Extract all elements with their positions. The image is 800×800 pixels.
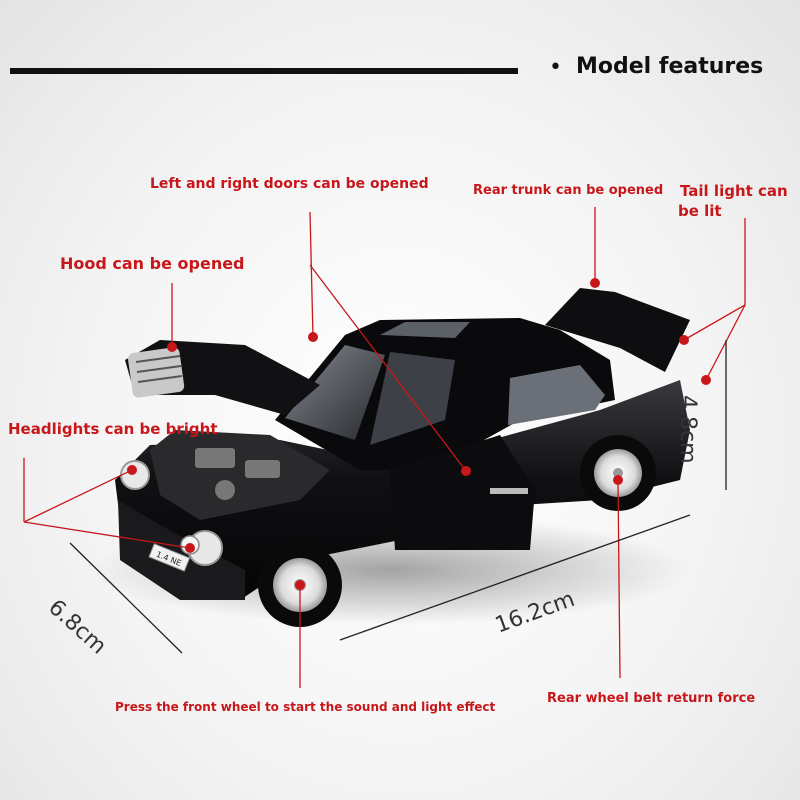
car-grille [127,347,185,398]
label-rear-wheel: Rear wheel belt return force [547,691,756,706]
car-rear-wheel [580,435,656,511]
header-rule [10,68,518,74]
label-hood: Hood can be opened [60,254,245,273]
label-trunk: Rear trunk can be opened [473,183,664,198]
leader-doors-a [309,211,314,338]
label-front-wheel: Press the front wheel to start the sound… [115,700,496,714]
annotation-lines [23,207,746,688]
leader-doors-b [309,264,467,472]
label-doors: Left and right doors can be opened [150,176,429,192]
car-side-window-front [370,352,455,445]
leader-rear-wheel [617,479,621,679]
car-front-door [390,435,535,550]
header-bullet: • [549,55,562,80]
header-title: Model features [576,54,764,79]
car-windshield [285,345,385,440]
label-headlights: Headlights can be bright [8,420,218,438]
car-headlight-left [120,460,150,490]
dimension-line-length [339,514,691,641]
car-door-handle [490,488,528,494]
dimension-height-label: 4.8cm [675,395,700,464]
annotation-dots [127,278,711,590]
dimension-line-width [69,542,183,654]
car-trunk-lid [545,288,690,372]
leader-headlights-c [23,521,191,549]
car-side-window-rear [508,365,605,425]
label-tail-light-line2: be lit [678,202,722,220]
leader-headlights-b [23,469,133,523]
label-tail-light-line1: Tail light can [680,182,788,200]
car-sunroof [380,322,470,338]
car-front-bumper [118,500,245,600]
